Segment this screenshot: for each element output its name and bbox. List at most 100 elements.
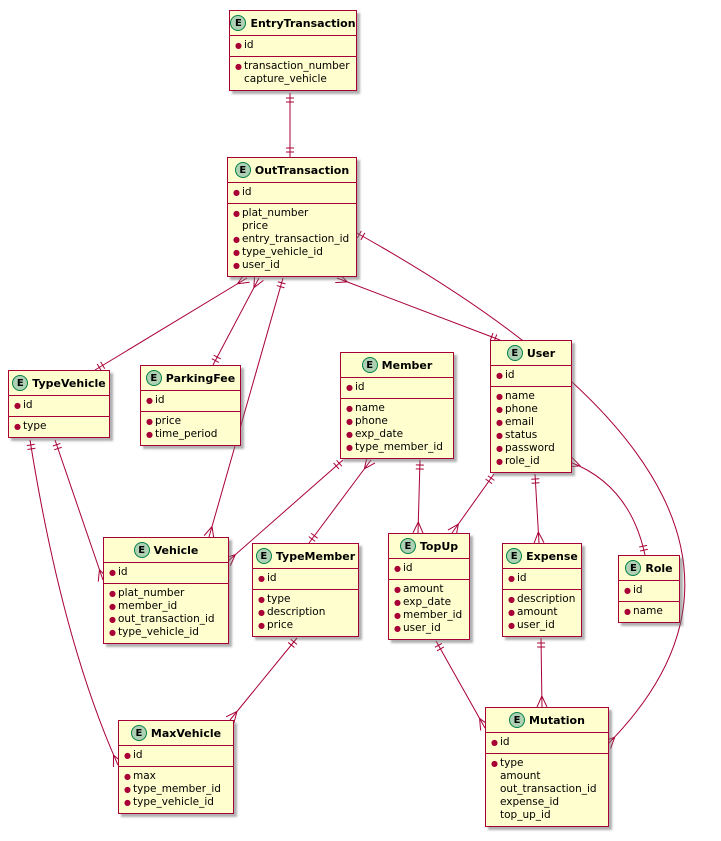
- cardinality-marker: [541, 695, 548, 708]
- field-text: plat_number: [242, 207, 309, 219]
- entity-keys-section: ●id: [486, 732, 608, 753]
- field-bullet-icon: ●: [496, 392, 503, 401]
- cardinality-marker: [229, 554, 236, 566]
- field-bullet-icon: ●: [14, 422, 21, 431]
- entity-key-row: ●id: [14, 399, 104, 412]
- entity-attribute-row: capture_vehicle: [235, 73, 351, 86]
- relation-topup-mutation: [435, 640, 486, 729]
- field-text: id: [403, 562, 413, 574]
- field-bullet-icon: ●: [394, 611, 401, 620]
- field-bullet-icon: ●: [235, 41, 242, 50]
- cardinality-marker: [436, 646, 445, 652]
- cardinality-marker: [571, 456, 581, 467]
- field-bullet-icon: ●: [124, 772, 131, 781]
- field-bullet-icon: ●: [508, 595, 515, 604]
- field-bullet-icon: ●: [109, 628, 116, 637]
- entity-key-row: ●id: [109, 566, 223, 579]
- field-text: phone: [505, 403, 538, 415]
- field-text: max: [133, 770, 156, 782]
- field-text: description: [267, 606, 326, 618]
- cardinality-marker: [536, 695, 543, 708]
- entity-attribute-row: ●type: [491, 757, 603, 770]
- cardinality-marker: [53, 446, 62, 451]
- entity-stereotype-icon: E: [234, 162, 251, 178]
- entity-stereotype-icon: E: [133, 542, 150, 558]
- cardinality-marker: [487, 475, 495, 481]
- entity-stereotype-icon: E: [230, 15, 247, 31]
- entity-attrs-section: ●plat_number●member_id●out_transaction_i…: [104, 583, 228, 643]
- entity-name: TypeVehicle: [32, 376, 106, 390]
- entity-keys-section: ●id: [389, 558, 469, 579]
- field-text: id: [505, 369, 515, 381]
- entity-stereotype-icon: E: [506, 548, 523, 564]
- entity-keys-section: ●id: [9, 395, 109, 416]
- relation-member-vehicle: [226, 459, 344, 563]
- field-bullet-icon: ●: [496, 457, 503, 466]
- cardinality-marker: [26, 443, 35, 447]
- field-bullet-icon: ●: [496, 431, 503, 440]
- field-text: id: [242, 186, 252, 198]
- cardinality-marker: [225, 711, 238, 718]
- field-bullet-icon: ●: [346, 404, 353, 413]
- cardinality-marker: [52, 442, 61, 447]
- entity-attribute-row: out_transaction_id: [491, 783, 603, 796]
- field-text: time_period: [155, 428, 218, 440]
- entity-keys-section: ●id: [503, 568, 581, 589]
- field-bullet-icon: ●: [496, 371, 503, 380]
- entity-key-row: ●id: [491, 736, 603, 749]
- relation-user-role: [569, 461, 646, 556]
- field-text: id: [517, 572, 527, 584]
- cardinality-marker: [360, 232, 366, 241]
- field-text: type: [500, 757, 524, 769]
- entity-attribute-row: ●user_id: [508, 619, 576, 632]
- entity-attribute-row: ●member_id: [109, 600, 223, 613]
- entity-attribute-row: amount: [491, 770, 603, 783]
- entity-attrs-section: ●name●phone●email●status●password●role_i…: [491, 386, 571, 472]
- field-text: price: [242, 220, 269, 232]
- field-text: type_vehicle_id: [118, 626, 199, 638]
- relation-outtransaction-vehicle: [208, 277, 284, 538]
- field-bullet-icon: ●: [233, 188, 240, 197]
- cardinality-marker: [308, 536, 316, 542]
- cardinality-marker: [310, 532, 318, 539]
- entity-attribute-row: price: [233, 220, 351, 233]
- field-text: type_member_id: [133, 783, 221, 795]
- entity-attribute-row: ●type_vehicle_id: [109, 626, 223, 639]
- entity-stereotype-icon: E: [625, 560, 642, 576]
- entity-attribute-row: ●entry_transaction_id: [233, 233, 351, 246]
- field-bullet-icon: ●: [109, 602, 116, 611]
- field-text: exp_date: [403, 596, 452, 608]
- entity-keys-section: ●id: [253, 568, 358, 589]
- entity-attrs-section: ●type: [9, 416, 109, 437]
- relation-outtransaction-parkingfee: [212, 277, 260, 366]
- entity-attribute-row: ●transaction_number: [235, 60, 351, 73]
- relation-member-topup: [417, 459, 421, 534]
- entity-name: Expense: [526, 549, 578, 563]
- entity-attrs-section: ●max●type_member_id●type_vehicle_id: [119, 766, 233, 813]
- relation-user-expense: [534, 473, 540, 544]
- entity-name: TopUp: [419, 539, 459, 553]
- field-bullet-icon: ●: [233, 209, 240, 218]
- field-bullet-icon: ●: [508, 621, 515, 630]
- entity-name: Mutation: [529, 713, 585, 727]
- entity-key-row: ●id: [124, 749, 228, 762]
- cardinality-marker: [417, 521, 424, 534]
- entity-attribute-row: ●plat_number: [109, 587, 223, 600]
- entity-key-row: ●id: [235, 39, 351, 52]
- field-text: type: [267, 593, 291, 605]
- entity-attribute-row: ●amount: [394, 583, 464, 596]
- entity-name: ParkingFee: [165, 371, 236, 385]
- entity-keys-section: ●id: [104, 562, 228, 583]
